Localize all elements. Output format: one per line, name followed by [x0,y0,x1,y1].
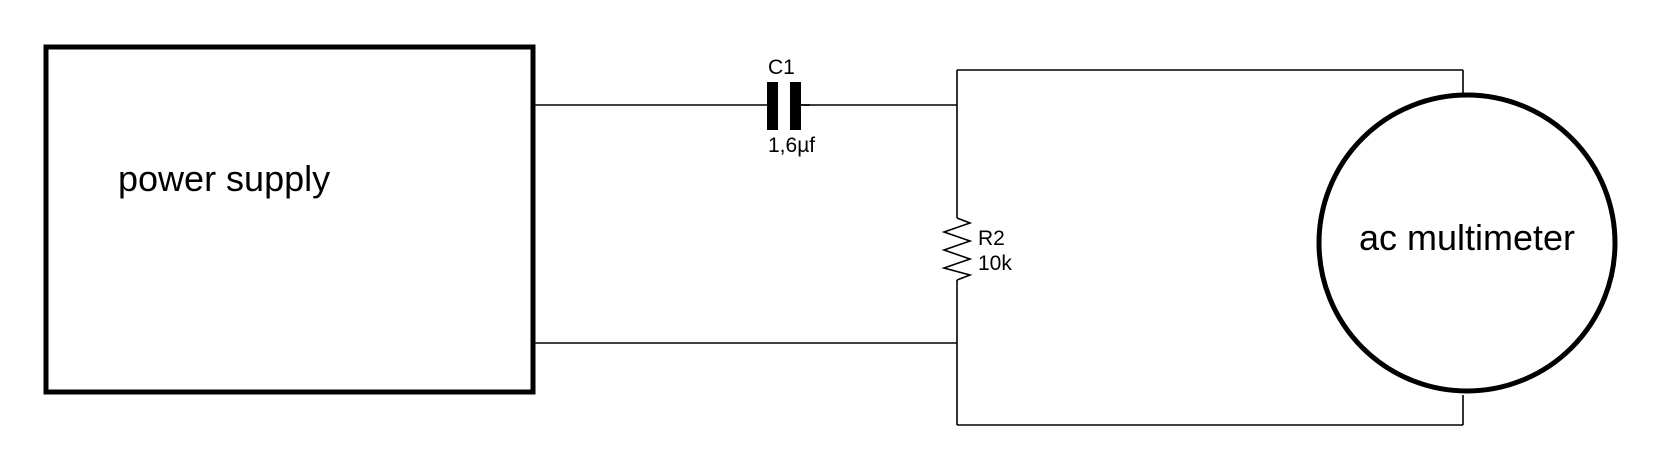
power-supply-box [43,44,536,395]
ac-multimeter: ac multimeter [1316,92,1618,394]
capacitor-designator: C1 [768,56,795,79]
resistor-r2-zigzag [941,217,973,281]
capacitor-c1: C1 1,6µf [736,56,815,157]
power-supply-block: power supply [43,44,536,395]
capacitor-plate-left [767,82,778,130]
multimeter-label: ac multimeter [1359,217,1575,258]
resistor-designator: R2 [978,227,1005,250]
power-supply-label: power supply [118,158,330,199]
capacitor-value: 1,6µf [768,134,815,157]
multimeter-circle [1316,92,1618,394]
capacitor-plate-right [790,82,801,130]
resistor-value: 10k [978,252,1012,275]
